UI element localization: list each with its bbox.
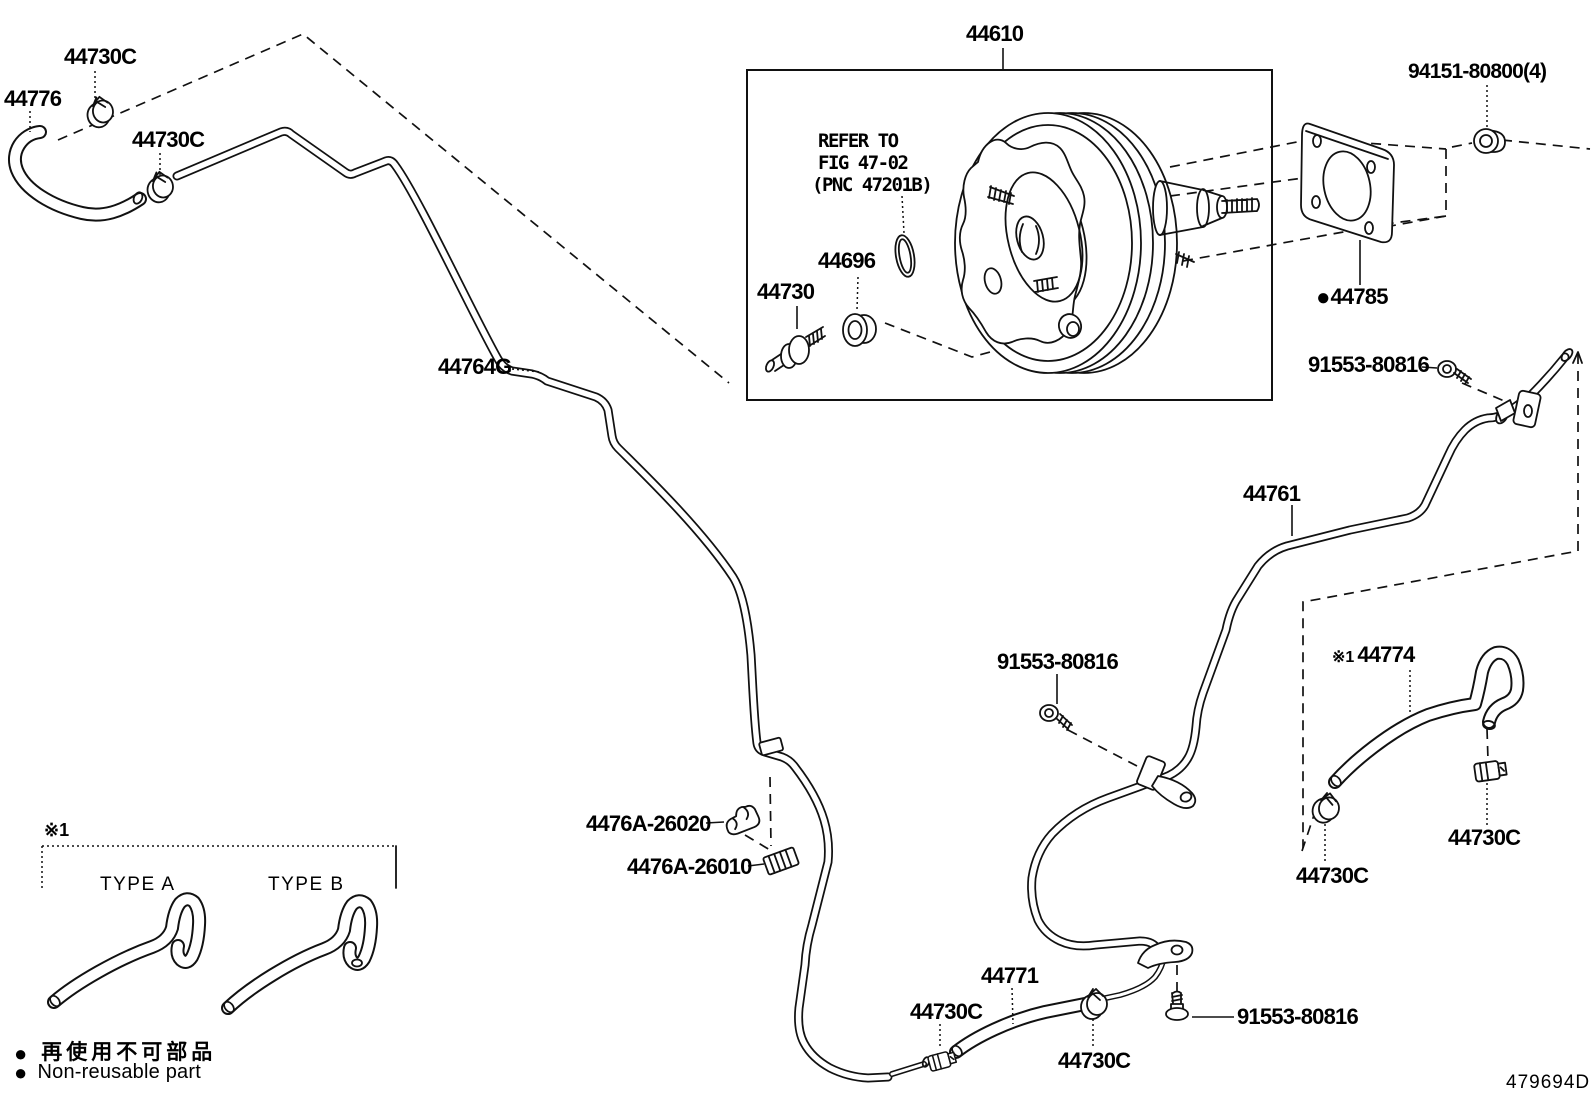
- clip-4476a-26020-drawing: [725, 804, 761, 836]
- refer-note-line3: (PNC 47201B): [812, 174, 933, 196]
- part-label-44776: 44776: [4, 86, 62, 111]
- part-label-4476a-26020: 4476A-26020: [586, 811, 711, 836]
- type-a-label: TYPE A: [100, 874, 176, 895]
- fitting-44730-drawing: [765, 326, 826, 373]
- part-label-44730c-a: 44730C: [64, 44, 137, 69]
- part-label-44785: ●44785: [1316, 284, 1388, 311]
- bolt-91553-top-drawing: [1437, 360, 1472, 385]
- hose-clamp-44730c-6: [926, 1049, 958, 1073]
- part-label-91553-bottom: 91553-80816: [1237, 1004, 1359, 1029]
- hose-clamp-44730c-3: [1080, 988, 1108, 1020]
- legend-bracket: [41, 845, 397, 889]
- leader-lines: [29, 48, 1488, 1049]
- hose-clamp-44730c-4: [1310, 790, 1342, 826]
- nut-94151-drawing: [1473, 128, 1506, 154]
- type-b-hose-drawing: [221, 894, 379, 1015]
- booster-box: [746, 69, 1273, 401]
- part-label-44730c-r1: 44730C: [1448, 825, 1521, 850]
- hose-clamp-44730c-5: [1472, 758, 1508, 783]
- ref1-mark-inline: ※1: [1332, 649, 1355, 666]
- part-label-44771: 44771: [981, 963, 1039, 988]
- bolt-91553-mid-drawing: [1039, 704, 1073, 731]
- part-label-91553-mid: 91553-80816: [997, 649, 1119, 674]
- hose-clamp-44730c-2: [143, 169, 177, 205]
- o-ring-drawing: [894, 234, 916, 278]
- bolt-91553-bottom-drawing: [1165, 990, 1189, 1021]
- part-label-4476a-26010: 4476A-26010: [627, 854, 752, 879]
- legend-non-reusable-jp: ●再使用不可部品: [14, 1041, 217, 1066]
- refer-note-line1: REFER TO: [818, 130, 899, 152]
- part-label-44730c-b: 44730C: [132, 127, 205, 152]
- part-label-44610: 44610: [966, 21, 1024, 46]
- hose-44771-drawing: [949, 939, 1194, 1059]
- part-label-44764g: 44764G: [438, 354, 512, 379]
- part-label-44730c-b2: 44730C: [1058, 1048, 1131, 1073]
- ref1-mark-legend: ※1: [44, 820, 70, 840]
- pipe-44761-drawing: [1027, 348, 1574, 953]
- type-b-label: TYPE B: [268, 874, 345, 895]
- part-label-44730c-b1: 44730C: [910, 999, 983, 1024]
- brake-booster-drawing: [954, 112, 1260, 374]
- hose-clamp-44730c-1: [83, 94, 117, 130]
- pipe-44764g-drawing: [172, 126, 931, 1083]
- part-label-44730c-r2: 44730C: [1296, 863, 1369, 888]
- non-reusable-dot: ●: [14, 1060, 28, 1085]
- grommet-44696-drawing: [842, 313, 877, 347]
- hose-44776-drawing: [8, 125, 147, 222]
- drawing-number: 479694D: [1506, 1072, 1591, 1093]
- clip-4476a-26010-drawing: [762, 846, 800, 876]
- gasket-44785-drawing: [1300, 122, 1395, 244]
- non-reusable-dot: ●: [1316, 284, 1331, 311]
- part-label-91553-top: 91553-80816: [1308, 352, 1430, 377]
- non-reusable-dot: ●: [14, 1041, 32, 1066]
- part-label-44761: 44761: [1243, 481, 1301, 506]
- refer-note-line2: FIG 47-02: [818, 152, 909, 174]
- part-label-44730: 44730: [757, 279, 815, 304]
- legend-non-reusable-en: ●Non-reusable part: [14, 1060, 201, 1085]
- part-label-94151: 94151-80800(4): [1408, 60, 1547, 83]
- type-a-hose-drawing: [47, 892, 207, 1009]
- part-label-44696: 44696: [818, 248, 876, 273]
- hose-44774-drawing: [1328, 645, 1525, 789]
